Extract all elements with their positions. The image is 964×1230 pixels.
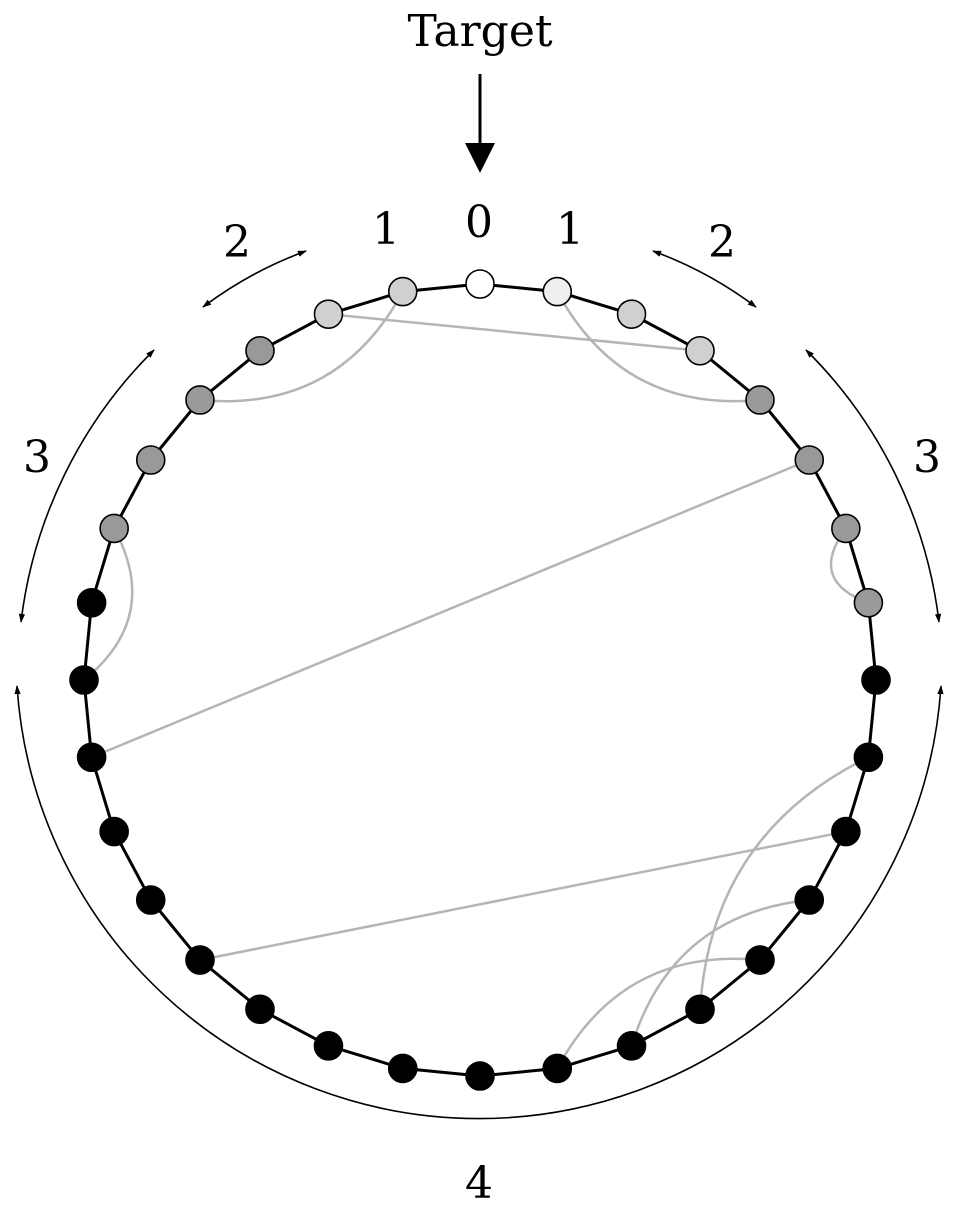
long-range-link (328, 312, 701, 352)
long-range-link (556, 957, 761, 1069)
ring-node-distance-4 (616, 1031, 647, 1061)
chords-layer (83, 291, 869, 1069)
range-arc-bottom-4 (14, 685, 944, 1120)
ring-node-distance-2 (313, 299, 344, 329)
ring-node-distance-4 (465, 1061, 495, 1091)
ring-node-distance-4 (69, 665, 99, 695)
ring-node-distance-3 (745, 385, 775, 415)
long-range-link (698, 756, 869, 1010)
distance-label-right-2: 2 (708, 217, 736, 268)
ring-node-distance-4 (745, 945, 775, 975)
ring-node-distance-4 (542, 1053, 573, 1084)
long-range-link (556, 291, 761, 403)
long-range-link (199, 291, 404, 403)
long-range-link (630, 898, 810, 1047)
ring-node-distance-4 (387, 1053, 418, 1084)
ring-node-distance-4 (685, 994, 715, 1025)
target-label: Target (407, 6, 552, 57)
distance-range-arcs (14, 250, 944, 1120)
distance-label-center-0: 0 (465, 197, 493, 248)
ring-node-distance-3 (245, 335, 275, 366)
ring-node-distance-4 (313, 1031, 344, 1061)
distance-label-right-3: 3 (913, 432, 941, 483)
ring-node-distance-4 (245, 994, 275, 1025)
ring-node-distance-2 (616, 299, 647, 329)
ring-node-distance-3 (135, 445, 166, 475)
long-range-link (91, 458, 810, 759)
ring-node-distance-1 (542, 276, 573, 307)
range-arc-left-3 (18, 349, 155, 623)
range-arc-left-2 (202, 250, 307, 308)
ring-node-distance-4 (853, 742, 884, 773)
ring-node-distance-3 (853, 587, 884, 618)
ring-node-distance-4 (76, 587, 107, 618)
ring-node-distance-4 (135, 885, 166, 915)
ring-node-distance-3 (794, 445, 825, 475)
ring-node-distance-4 (831, 816, 861, 847)
ring-node-distance-4 (794, 885, 825, 915)
long-range-link (83, 527, 134, 681)
ring-node-distance-4 (861, 665, 891, 695)
range-arc-right-3 (805, 349, 942, 623)
long-range-link (199, 830, 847, 962)
ring-node-distance-4 (99, 816, 129, 847)
distance-label-left-3: 3 (23, 432, 51, 483)
distance-label-right-1: 1 (556, 204, 584, 255)
ring-node-distance-3 (831, 513, 861, 544)
ring-node-distance-3 (99, 513, 129, 544)
ring-node-distance-2 (387, 276, 418, 307)
distance-label-bottom-4: 4 (465, 1158, 493, 1209)
distance-label-left-1: 1 (372, 204, 400, 255)
ring-node-distance-3 (185, 385, 215, 415)
ring-node-distance-4 (76, 742, 107, 773)
ring-node-distance-2 (685, 335, 715, 366)
ring-node-distance-4 (185, 945, 215, 975)
target-node (465, 269, 495, 299)
nodes-layer (69, 269, 891, 1091)
range-arc-right-2 (652, 250, 757, 308)
distance-labels: 1 0 1 2 2 3 3 4 (23, 197, 941, 1209)
distance-label-left-2: 2 (223, 217, 251, 268)
